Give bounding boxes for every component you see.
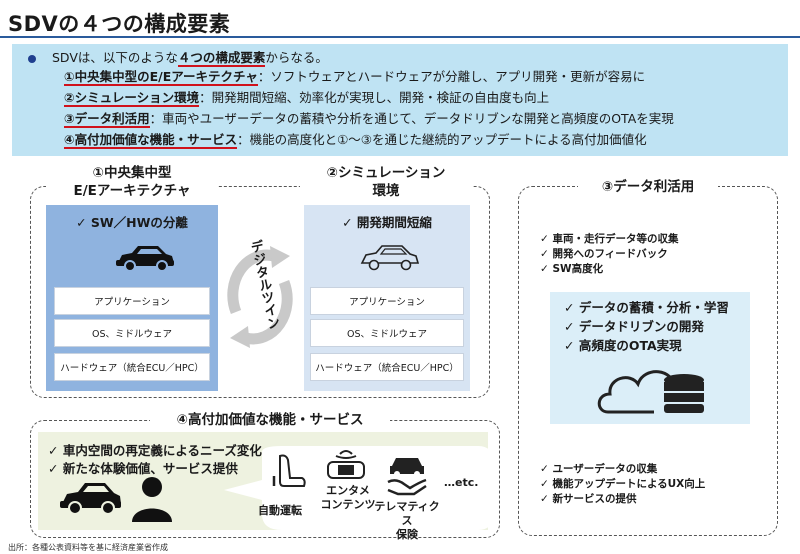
list-item: 機能アップデートによるUX向上 (540, 477, 705, 492)
summary-item-3: ③データ利活用：車両やユーザーデータの蓄積や分析を通じて、データドリブンな開発と… (64, 109, 674, 128)
sec2-layer-os: OS、ミドルウェア (310, 319, 464, 347)
summary-item-label: ①中央集中型のE/Eアーキテクチャ (64, 69, 258, 86)
summary-item-label: ②シミュレーション環境 (64, 90, 200, 107)
summary-item-2: ②シミュレーション環境：開発期間短縮、効率化が実現し、開発・検証の自由度も向上 (64, 88, 549, 107)
etc-label: …etc. (444, 476, 479, 489)
sec2-title-line1: ②シミュレーション (326, 165, 446, 181)
autonomous-driving-label: 自動運転 (258, 504, 302, 517)
summary-item-text: ：車両やユーザーデータの蓄積や分析を通じて、データドリブンな開発と高頻度のOTA… (149, 111, 674, 126)
summary-intro-post: からなる。 (265, 50, 328, 65)
list-item: ✓ 新たな体験価値、サービス提供 (48, 461, 238, 476)
cloud-database-icon (597, 370, 704, 414)
sec1-check: ✓ SW／HWの分離 (76, 215, 188, 230)
sec2-check: ✓ 開発期間短縮 (342, 215, 432, 230)
sec3-data-box: データの蓄積・分析・学習 データドリブンの開発 高頻度のOTA実現 (550, 292, 750, 424)
sec1-title: ①中央集中型 E/Eアーキテクチャ (46, 164, 218, 200)
entertainment-label: エンタメ コンテンツ (320, 484, 376, 512)
person-icon (132, 477, 172, 522)
list-item: ユーザーデータの収集 (540, 462, 705, 477)
bullet-icon (28, 55, 36, 63)
sec3-box-list: データの蓄積・分析・学習 データドリブンの開発 高頻度のOTA実現 (564, 298, 729, 355)
source-note: 出所：各種公表資料等を基に経済産業省作成 (8, 543, 168, 552)
summary-intro-emphasis: ４つの構成要素 (177, 50, 266, 67)
architecture-container (30, 186, 490, 398)
sec2-panel: ✓ 開発期間短縮 アプリケーション OS、ミドルウェア ハードウェア（統合ECU… (304, 205, 470, 391)
summary-item-1: ①中央集中型のE/Eアーキテクチャ：ソフトウェアとハードウェアが分離し、アプリ開… (64, 67, 645, 86)
telematics-label: テレマティクス 保険 (372, 500, 442, 542)
car-icon (60, 483, 121, 515)
sec4-checks: ✓ 車内空間の再定義によるニーズ変化 ✓ 新たな体験価値、サービス提供 (48, 442, 262, 478)
sec3-bottom-list: ユーザーデータの収集 機能アップデートによるUX向上 新サービスの提供 (540, 462, 705, 507)
summary-intro-pre: SDVは、以下のような (52, 50, 178, 65)
list-item: SW高度化 (540, 262, 678, 277)
sec4-title: ④高付加価値な機能・サービス (150, 411, 390, 429)
sec1-layer-hw: ハードウェア（統合ECU／HPC） (54, 353, 210, 381)
list-item: 車両・走行データ等の収集 (540, 232, 678, 247)
page-title: SDVの４つの構成要素 (8, 12, 231, 36)
game-controller-icon (327, 450, 365, 479)
sec2-layer-hw: ハードウェア（統合ECU／HPC） (310, 353, 464, 381)
sec2-layer-app: アプリケーション (310, 287, 464, 315)
summary-item-label: ④高付加価値な機能・サービス (64, 132, 238, 149)
seat-icon (272, 454, 306, 487)
list-item: 新サービスの提供 (540, 492, 705, 507)
telematics-insurance-icon (387, 458, 427, 496)
summary-item-4: ④高付加価値な機能・サービス：機能の高度化と①～③を通じた継続的アップデートによ… (64, 130, 647, 149)
speech-bubble (224, 446, 494, 530)
summary-item-text: ：開発期間短縮、効率化が実現し、開発・検証の自由度も向上 (199, 90, 550, 105)
entertainment-line1: エンタメ (326, 484, 370, 497)
title-divider (0, 36, 800, 38)
sec2-title-line2: 環境 (372, 183, 400, 199)
sec1-layer-app: アプリケーション (54, 287, 210, 315)
summary-box: SDVは、以下のような４つの構成要素からなる。 ①中央集中型のE/Eアーキテクチ… (12, 44, 788, 156)
sec1-title-line1: ①中央集中型 (92, 165, 172, 181)
summary-item-label: ③データ利活用 (64, 111, 150, 128)
entertainment-line2: コンテンツ (320, 498, 376, 511)
list-item: データドリブンの開発 (564, 317, 729, 336)
sec3-title: ③データ利活用 (578, 178, 718, 196)
list-item: 高頻度のOTA実現 (564, 336, 729, 355)
list-item: データの蓄積・分析・学習 (564, 298, 729, 317)
sec1-title-line2: E/Eアーキテクチャ (73, 183, 191, 199)
sec3-top-list: 車両・走行データ等の収集 開発へのフィードバック SW高度化 (540, 232, 678, 277)
sec2-title: ②シミュレーション 環境 (300, 164, 472, 200)
car-outline-icon (360, 245, 420, 271)
cycle-arrows-icon (227, 246, 293, 348)
summary-item-text: ：ソフトウェアとハードウェアが分離し、アプリ開発・更新が容易に (257, 69, 646, 84)
summary-intro: SDVは、以下のような４つの構成要素からなる。 (52, 48, 328, 67)
summary-item-text: ：機能の高度化と①～③を通じた継続的アップデートによる高付加価値化 (237, 132, 647, 147)
list-item: 開発へのフィードバック (540, 247, 678, 262)
sec1-layer-os: OS、ミドルウェア (54, 319, 210, 347)
list-item: ✓ 車内空間の再定義によるニーズ変化 (48, 443, 262, 458)
car-icon (116, 246, 174, 272)
sec1-panel: ✓ SW／HWの分離 アプリケーション OS、ミドルウェア ハードウェア（統合E… (46, 205, 218, 391)
telematics-line2: 保険 (396, 528, 418, 541)
telematics-line1: テレマティクス (374, 500, 440, 527)
